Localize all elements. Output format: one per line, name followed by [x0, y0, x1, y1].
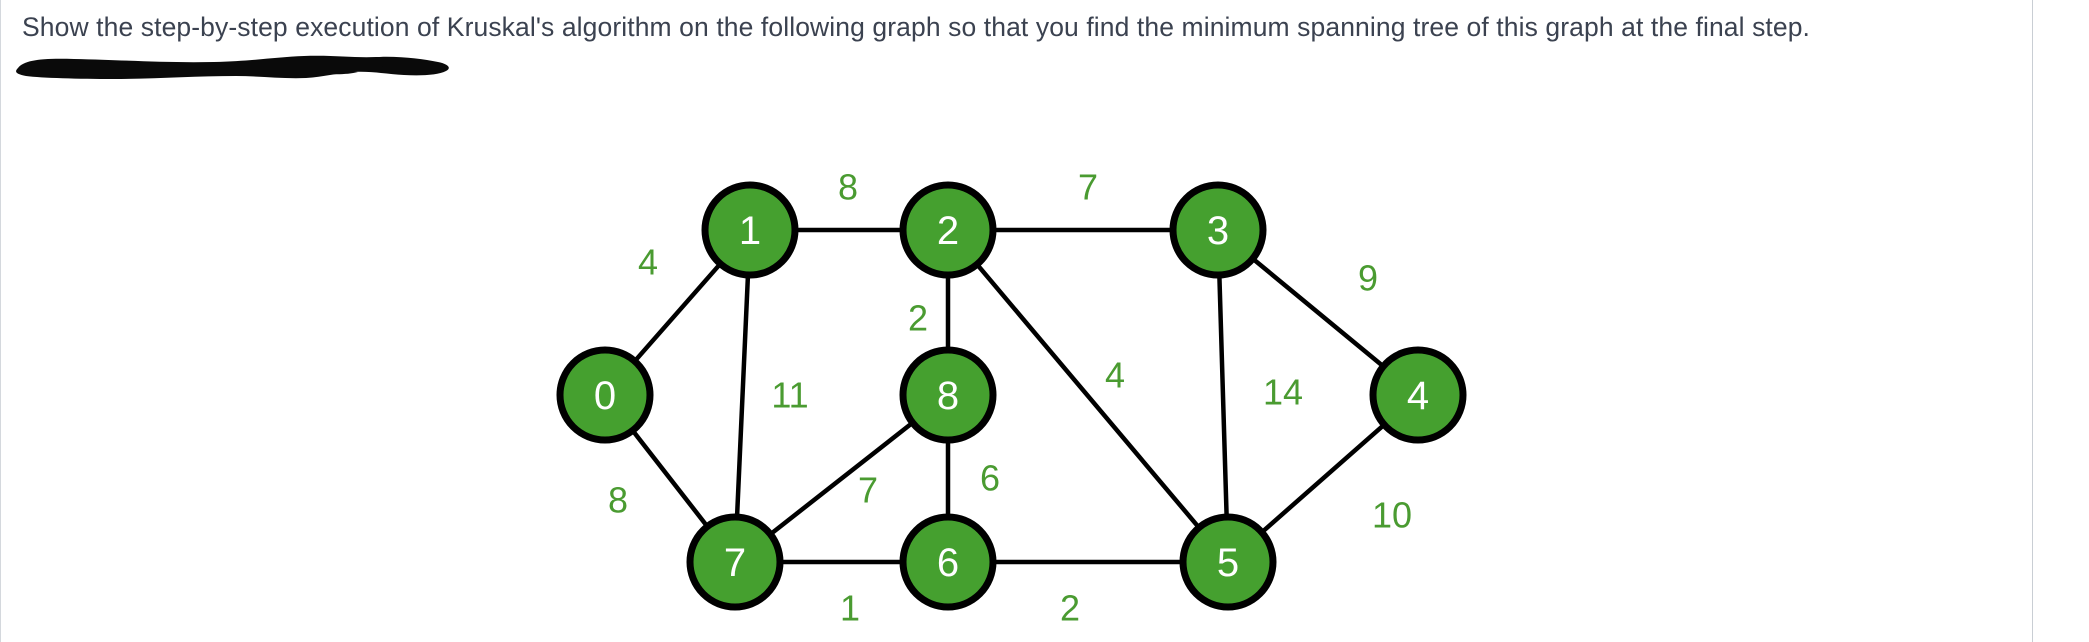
- graph-node-0: 0: [556, 346, 654, 444]
- edge-weight-0-7: 8: [608, 480, 628, 521]
- edge-weight-5-6: 2: [1060, 588, 1080, 629]
- node-label-6: 6: [937, 541, 959, 585]
- left-divider: [0, 0, 1, 642]
- graph-edge-0-7: [628, 425, 712, 532]
- node-label-1: 1: [739, 209, 761, 253]
- node-label-3: 3: [1207, 209, 1229, 253]
- node-label-5: 5: [1217, 541, 1239, 585]
- edge-weight-1-7: 11: [771, 375, 808, 416]
- graph-edge-4-5: [1257, 420, 1389, 537]
- node-circle-2: [899, 181, 997, 279]
- node-label-4: 4: [1407, 374, 1429, 418]
- node-circle-1: [701, 181, 799, 279]
- graph-edge-3-4: [1248, 254, 1388, 371]
- graph-edge-0-1: [630, 259, 725, 366]
- graph-node-1: 1: [701, 181, 799, 279]
- graph-node-3: 3: [1169, 181, 1267, 279]
- edge-weight-2-8: 2: [908, 298, 928, 339]
- question-prompt: Show the step-by-step execution of Krusk…: [22, 12, 1811, 42]
- graph-edge-7-8: [765, 418, 918, 539]
- graph-edge-2-5: [972, 259, 1204, 533]
- edge-weights-layer: 4 8 8 11 7 2 4 9 14 10 2 1 6 7: [608, 167, 1412, 629]
- node-circle-6: [899, 513, 997, 611]
- node-label-8: 8: [937, 374, 959, 418]
- graph-edge-1-7: [734, 269, 751, 523]
- node-circle-8: [899, 346, 997, 444]
- edge-weight-2-5: 4: [1105, 355, 1125, 396]
- edge-weight-6-7: 1: [840, 588, 860, 629]
- edge-weight-2-3: 7: [1078, 167, 1098, 208]
- graph-node-8: 8: [899, 346, 997, 444]
- graph-node-2: 2: [899, 181, 997, 279]
- node-circle-3: [1169, 181, 1267, 279]
- node-circle-4: [1369, 346, 1467, 444]
- graph-node-5: 5: [1179, 513, 1277, 611]
- edge-weight-1-2: 8: [838, 167, 858, 208]
- edge-weight-6-8: 6: [980, 458, 1000, 499]
- edge-weight-7-8: 7: [858, 470, 878, 511]
- node-label-2: 2: [937, 209, 959, 253]
- edge-weight-0-1: 4: [638, 242, 658, 283]
- nodes-layer: 0 1 2 3 4 5 6 7 8: [556, 181, 1467, 611]
- node-circle-5: [1179, 513, 1277, 611]
- graph-node-6: 6: [899, 513, 997, 611]
- graph-node-7: 7: [686, 513, 784, 611]
- edges-layer: [628, 227, 1389, 565]
- graph-edge-3-5: [1217, 269, 1229, 523]
- node-circle-7: [686, 513, 784, 611]
- edge-weight-4-5: 10: [1372, 495, 1412, 536]
- graph-node-4: 4: [1369, 346, 1467, 444]
- edge-weight-3-4: 9: [1358, 258, 1378, 299]
- right-divider: [2032, 0, 2033, 642]
- node-label-7: 7: [724, 541, 746, 585]
- node-circle-0: [556, 346, 654, 444]
- edge-weight-3-5: 14: [1263, 372, 1303, 413]
- node-label-0: 0: [594, 374, 616, 418]
